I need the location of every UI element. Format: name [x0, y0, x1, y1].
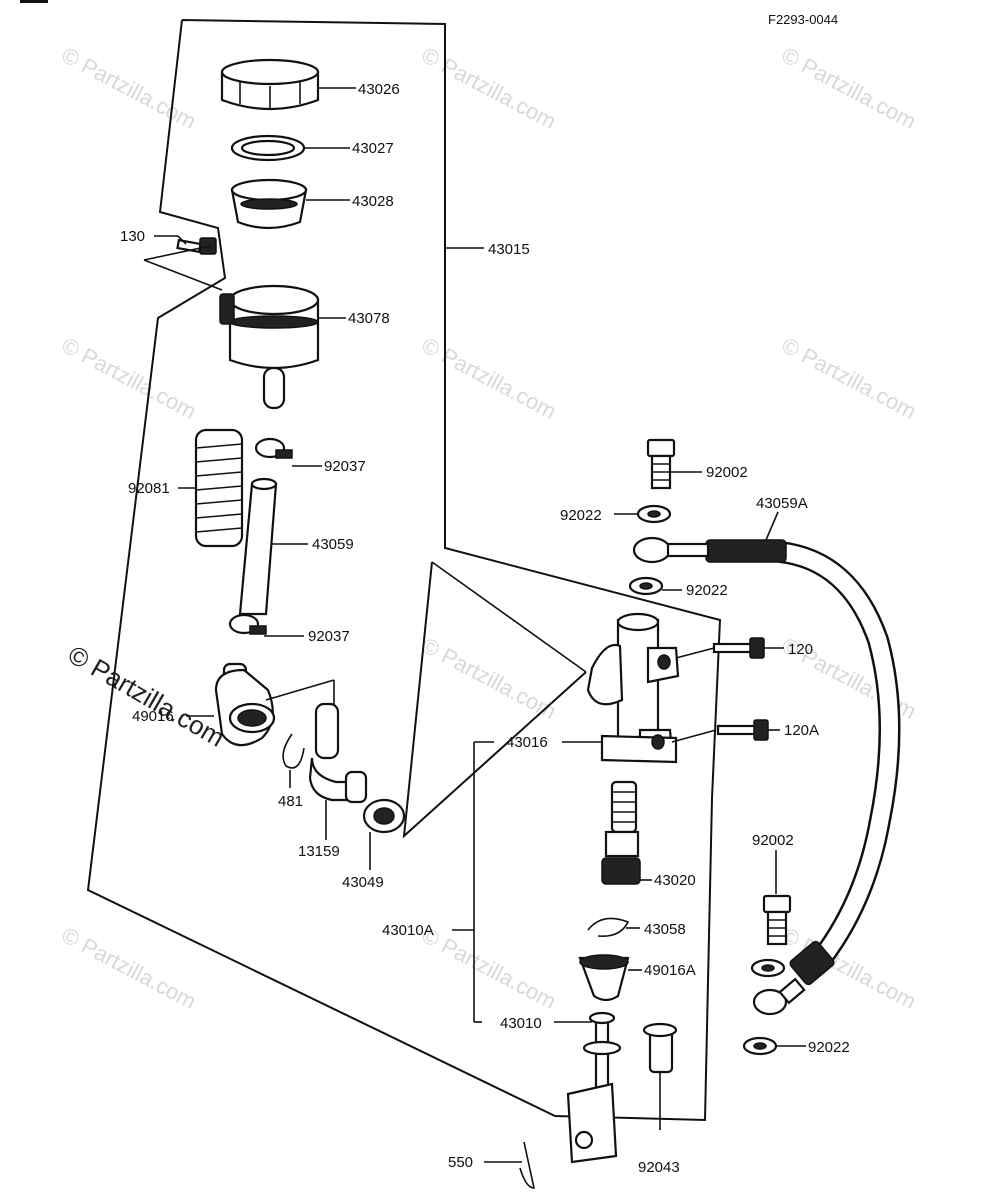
- watermark: © Partzilla.com: [418, 332, 561, 424]
- label-120A[interactable]: 120A: [784, 722, 819, 739]
- label-43049[interactable]: 43049: [342, 874, 384, 891]
- label-43058[interactable]: 43058: [644, 921, 686, 938]
- watermark: © Partzilla.com: [58, 332, 201, 424]
- washer-2: [628, 576, 664, 596]
- master-cylinder-body: [586, 612, 680, 764]
- watermarks: © Partzilla.com © Partzilla.com © Partzi…: [58, 42, 921, 1014]
- label-43027[interactable]: 43027: [352, 140, 394, 157]
- grommet: [362, 798, 406, 834]
- hose-joint: [214, 662, 276, 747]
- reservoir-gasket: [230, 134, 306, 162]
- bolt-120: [712, 637, 765, 659]
- part-labels: 43026 43027 43028 130 43015 43078 92081 …: [120, 81, 850, 1176]
- label-13159[interactable]: 13159: [298, 843, 340, 860]
- reservoir-cap: [220, 58, 320, 111]
- retaining-clip: [587, 917, 630, 938]
- reservoir-diaphragm: [230, 178, 308, 230]
- label-43078[interactable]: 43078: [348, 310, 390, 327]
- label-92043[interactable]: 92043: [638, 1159, 680, 1176]
- banjo-bolt-upper: [646, 438, 676, 490]
- label-92037-upper[interactable]: 92037: [324, 458, 366, 475]
- watermark: © Partzilla.com: [418, 922, 561, 1014]
- brake-hose: [632, 536, 901, 1016]
- watermark: © Partzilla.com: [58, 42, 201, 134]
- washer-4: [742, 1036, 778, 1056]
- label-92037-lower[interactable]: 92037: [308, 628, 350, 645]
- bolt-120A: [716, 719, 769, 741]
- watermark: © Partzilla.com: [418, 42, 561, 134]
- circlip-481: [282, 733, 305, 769]
- label-481[interactable]: 481: [278, 793, 303, 810]
- label-120[interactable]: 120: [788, 641, 813, 658]
- label-92002-upper[interactable]: 92002: [706, 464, 748, 481]
- clevis-pin: [642, 1022, 678, 1074]
- cotter-pin: [519, 1141, 535, 1189]
- watermark: © Partzilla.com: [778, 332, 921, 424]
- leader-lines: [143, 87, 806, 1163]
- label-92022-2[interactable]: 92022: [686, 582, 728, 599]
- label-43015[interactable]: 43015: [488, 241, 530, 258]
- watermark: © Partzilla.com: [58, 922, 201, 1014]
- label-43028[interactable]: 43028: [352, 193, 394, 210]
- label-92081[interactable]: 92081: [128, 480, 170, 497]
- reservoir-body: [219, 284, 320, 410]
- label-92002-lower[interactable]: 92002: [752, 832, 794, 849]
- watermark-dark: © Partzilla.com: [63, 639, 230, 753]
- label-92022-1[interactable]: 92022: [560, 507, 602, 524]
- label-43059[interactable]: 43059: [312, 536, 354, 553]
- push-rod-boot: [578, 954, 630, 1002]
- label-43020[interactable]: 43020: [654, 872, 696, 889]
- watermark: © Partzilla.com: [418, 632, 561, 724]
- label-92022-3[interactable]: 92022: [808, 1039, 850, 1056]
- header-mark: [20, 0, 48, 3]
- label-43059A[interactable]: 43059A: [756, 495, 808, 512]
- banjo-bolt-lower: [762, 894, 792, 946]
- label-43026[interactable]: 43026: [358, 81, 400, 98]
- piston-assembly: [601, 780, 641, 885]
- push-rod: [582, 1011, 622, 1098]
- elbow-fitting: [308, 702, 368, 804]
- washer-1: [636, 504, 672, 524]
- hose-clamp-lower: [228, 613, 267, 635]
- frame-link: [431, 561, 587, 673]
- reservoir-assembly-frame: [86, 19, 722, 1122]
- label-43010[interactable]: 43010: [500, 1015, 542, 1032]
- label-43010A[interactable]: 43010A: [382, 922, 434, 939]
- label-49016A[interactable]: 49016A: [644, 962, 696, 979]
- master-cylinder-frame: [402, 561, 587, 839]
- label-550[interactable]: 550: [448, 1154, 473, 1171]
- watermark: © Partzilla.com: [778, 42, 921, 134]
- label-130[interactable]: 130: [120, 228, 145, 245]
- hose-clamp-upper: [254, 437, 293, 459]
- label-43016[interactable]: 43016: [506, 734, 548, 751]
- dust-boot: [194, 428, 244, 548]
- clevis: [566, 1082, 618, 1164]
- washer-3: [750, 958, 786, 978]
- diagram-code: F2293-0044: [768, 12, 838, 27]
- label-49016[interactable]: 49016: [132, 708, 174, 725]
- reservoir-hose: [238, 477, 278, 616]
